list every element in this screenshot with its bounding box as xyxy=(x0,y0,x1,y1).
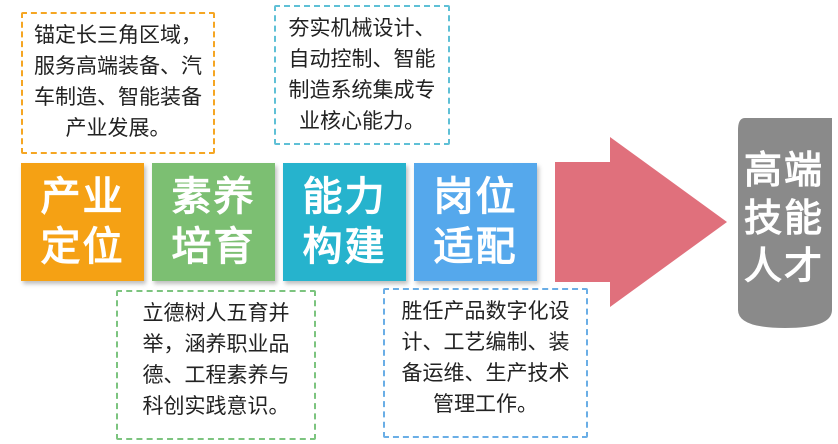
goal-cylinder xyxy=(738,118,832,328)
flow-arrow xyxy=(555,137,727,307)
note-job-fit: 胜任产品数字化设 计、工艺编制、装 备运维、生产技术 管理工作。 xyxy=(383,288,588,438)
block-capability-building: 能力 构建 xyxy=(283,163,406,281)
note-literacy-cultivation: 立德树人五育并 举，涵养职业品 德、工程素养与 科创实践意识。 xyxy=(116,290,316,440)
note-capability-building: 夯实机械设计、 自动控制、智能 制造系统集成专 业核心能力。 xyxy=(274,5,450,145)
block-job-fit: 岗位 适配 xyxy=(414,163,537,281)
block-industry-positioning: 产业 定位 xyxy=(21,163,144,281)
note-industry-positioning: 锚定长三角区域， 服务高端装备、汽 车制造、智能装备 产业发展。 xyxy=(21,12,215,154)
block-literacy-cultivation: 素养 培育 xyxy=(152,163,275,281)
goal-high-end-talent: 高端 技能 人才 xyxy=(743,148,824,288)
